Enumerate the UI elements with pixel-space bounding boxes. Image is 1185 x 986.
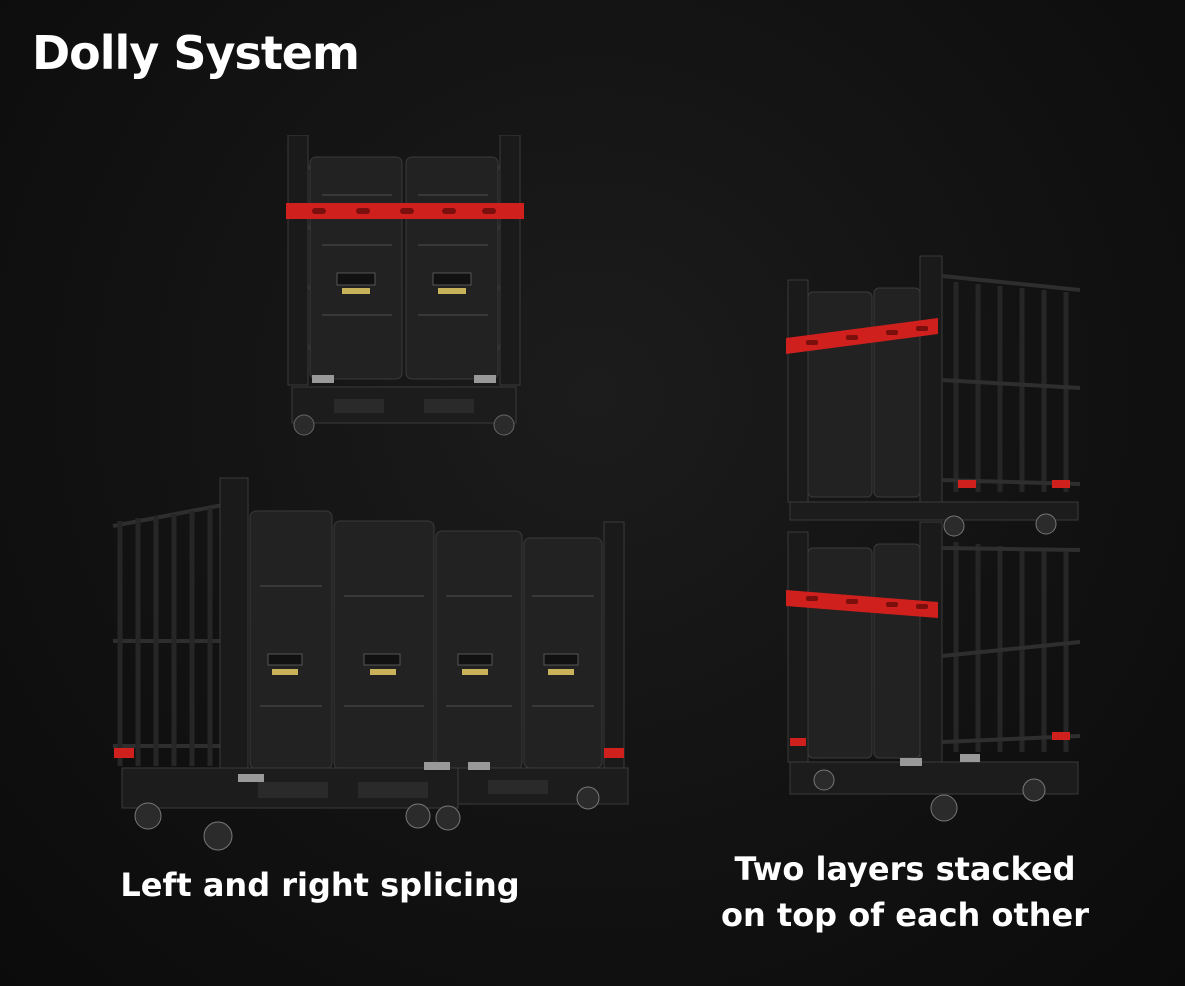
spliced-dolly-pair-image [108,476,633,856]
single-dolly-front-image [282,135,527,437]
caption-left-right-splicing: Left and right splicing [120,866,520,904]
page-title: Dolly System [32,26,360,80]
caption-two-layers-stacked: Two layers stacked on top of each other [700,846,1110,938]
caption-line-1: Two layers stacked [734,850,1076,888]
caption-line-2: on top of each other [720,896,1089,934]
stacked-dolly-two-layers-image [784,252,1084,830]
